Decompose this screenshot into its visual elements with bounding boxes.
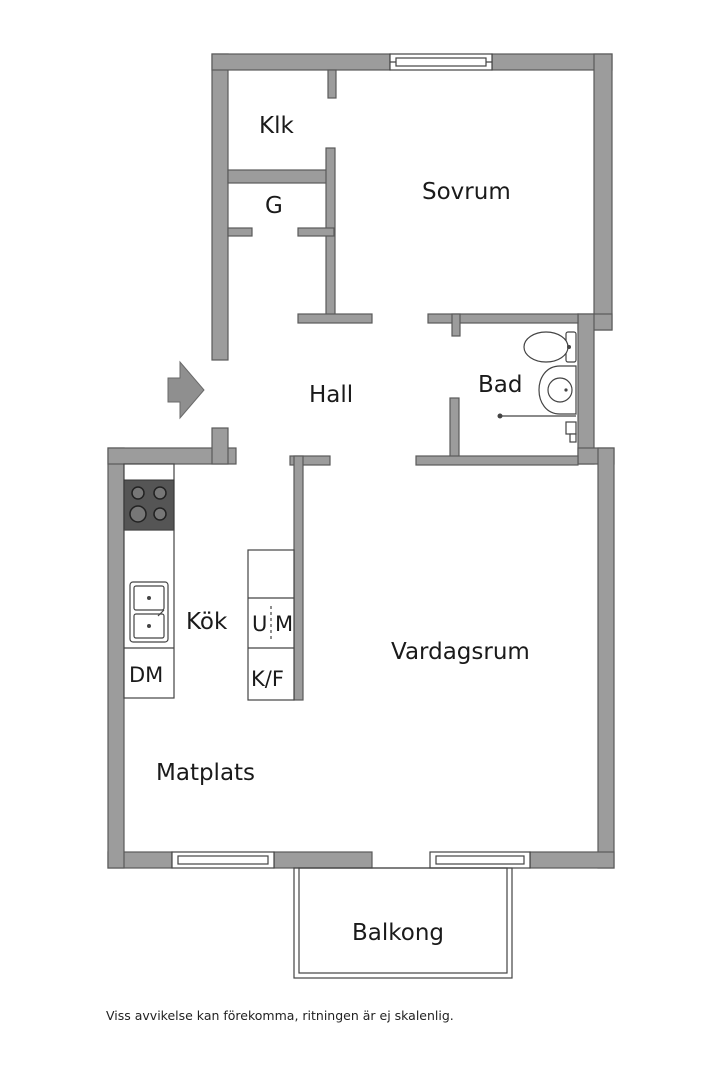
window-top: [389, 53, 493, 71]
window-bottom-left: [171, 851, 275, 869]
kf-label: K/F: [251, 667, 284, 691]
windows: [171, 53, 531, 869]
room-label-bad: Bad: [478, 372, 522, 398]
bathroom-fixtures: [497, 331, 577, 443]
um-label-m: M: [275, 612, 293, 636]
sink-icon: [129, 581, 169, 643]
room-label-sovrum: Sovrum: [422, 179, 511, 205]
room-label-klk: Klk: [259, 113, 294, 139]
kitchen-counter: [123, 463, 175, 699]
shower-icon: [497, 413, 577, 443]
disclaimer-text: Viss avvikelse kan förekomma, ritningen …: [106, 1008, 454, 1023]
room-label-balkong: Balkong: [352, 920, 444, 946]
toilet-icon: [523, 331, 577, 363]
washbasin-icon: [538, 365, 577, 415]
room-label-kok: Kök: [186, 609, 228, 635]
room-label-g: G: [265, 193, 283, 219]
um-label-u: U: [252, 612, 267, 636]
stove-icon: [123, 479, 175, 531]
room-label-vardagsrum: Vardagsrum: [391, 639, 530, 665]
window-bottom-right: [429, 851, 531, 869]
balcony: [293, 867, 513, 979]
outer-walls: [107, 53, 615, 869]
dm-label: DM: [129, 663, 163, 687]
room-label-matplats: Matplats: [156, 760, 255, 786]
entry-arrow-icon: [167, 360, 205, 420]
room-label-hall: Hall: [309, 382, 353, 408]
interior-walls: [227, 69, 579, 701]
appliance-column: [247, 549, 295, 701]
